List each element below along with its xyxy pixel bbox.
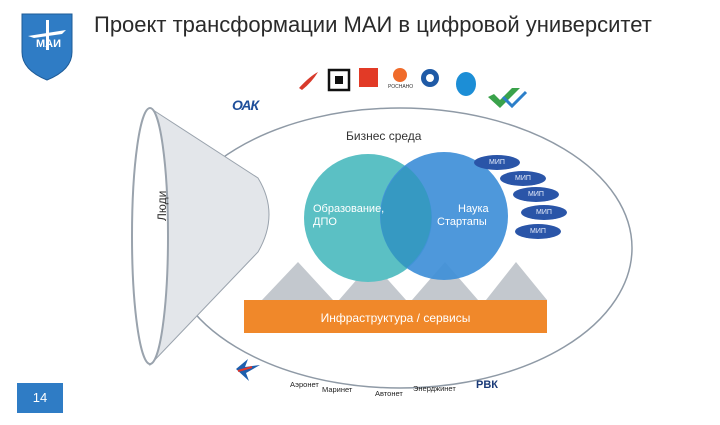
rvk-logo: РВК <box>476 379 498 391</box>
science-label-line1: Наука <box>458 203 489 215</box>
triangle-1 <box>262 262 333 300</box>
partner-arrow-icon <box>236 359 260 381</box>
partner-square-icon <box>327 68 351 92</box>
science-label-line2: Стартапы <box>437 216 487 228</box>
education-label-line1: Образование, <box>313 203 385 215</box>
marinet-label: Маринет <box>322 385 353 394</box>
funnel-shape <box>149 107 270 367</box>
triangle-3 <box>412 262 478 300</box>
mip-badge: МИП <box>513 187 559 202</box>
avtonet-label: Автонет <box>375 389 403 398</box>
partner-red-icon <box>359 68 378 87</box>
education-label-line2: ДПО <box>313 216 337 228</box>
mip-badge: МИП <box>515 224 561 239</box>
business-environment-label: Бизнес среда <box>346 129 422 143</box>
page-title: Проект трансформации МАИ в цифровой унив… <box>94 12 652 37</box>
oak-logo: ОАК <box>232 97 259 113</box>
rosnano-label: РОСНАНО <box>388 84 414 90</box>
triangle-4 <box>486 262 547 300</box>
rosnano-icon <box>393 68 407 82</box>
mip-badge: МИП <box>500 171 546 186</box>
energinet-label: Энерджинет <box>413 384 456 393</box>
partner-swoosh-icon <box>299 72 318 90</box>
funnel-mouth <box>131 107 169 365</box>
venn-overlap <box>380 166 432 268</box>
mip-badge: МИП <box>521 205 567 220</box>
partner-logos <box>299 68 528 109</box>
mai-logo-text: МАИ <box>36 38 62 50</box>
slide-number: 14 <box>17 383 63 413</box>
mip-badge: МИП <box>474 155 520 170</box>
people-label: Люди <box>155 190 169 221</box>
aeronet-label: Аэронет <box>290 380 319 389</box>
partner-globe-icon <box>456 72 476 96</box>
mai-logo <box>21 13 73 81</box>
infrastructure-bar: Инфраструктура / сервисы <box>244 300 547 333</box>
